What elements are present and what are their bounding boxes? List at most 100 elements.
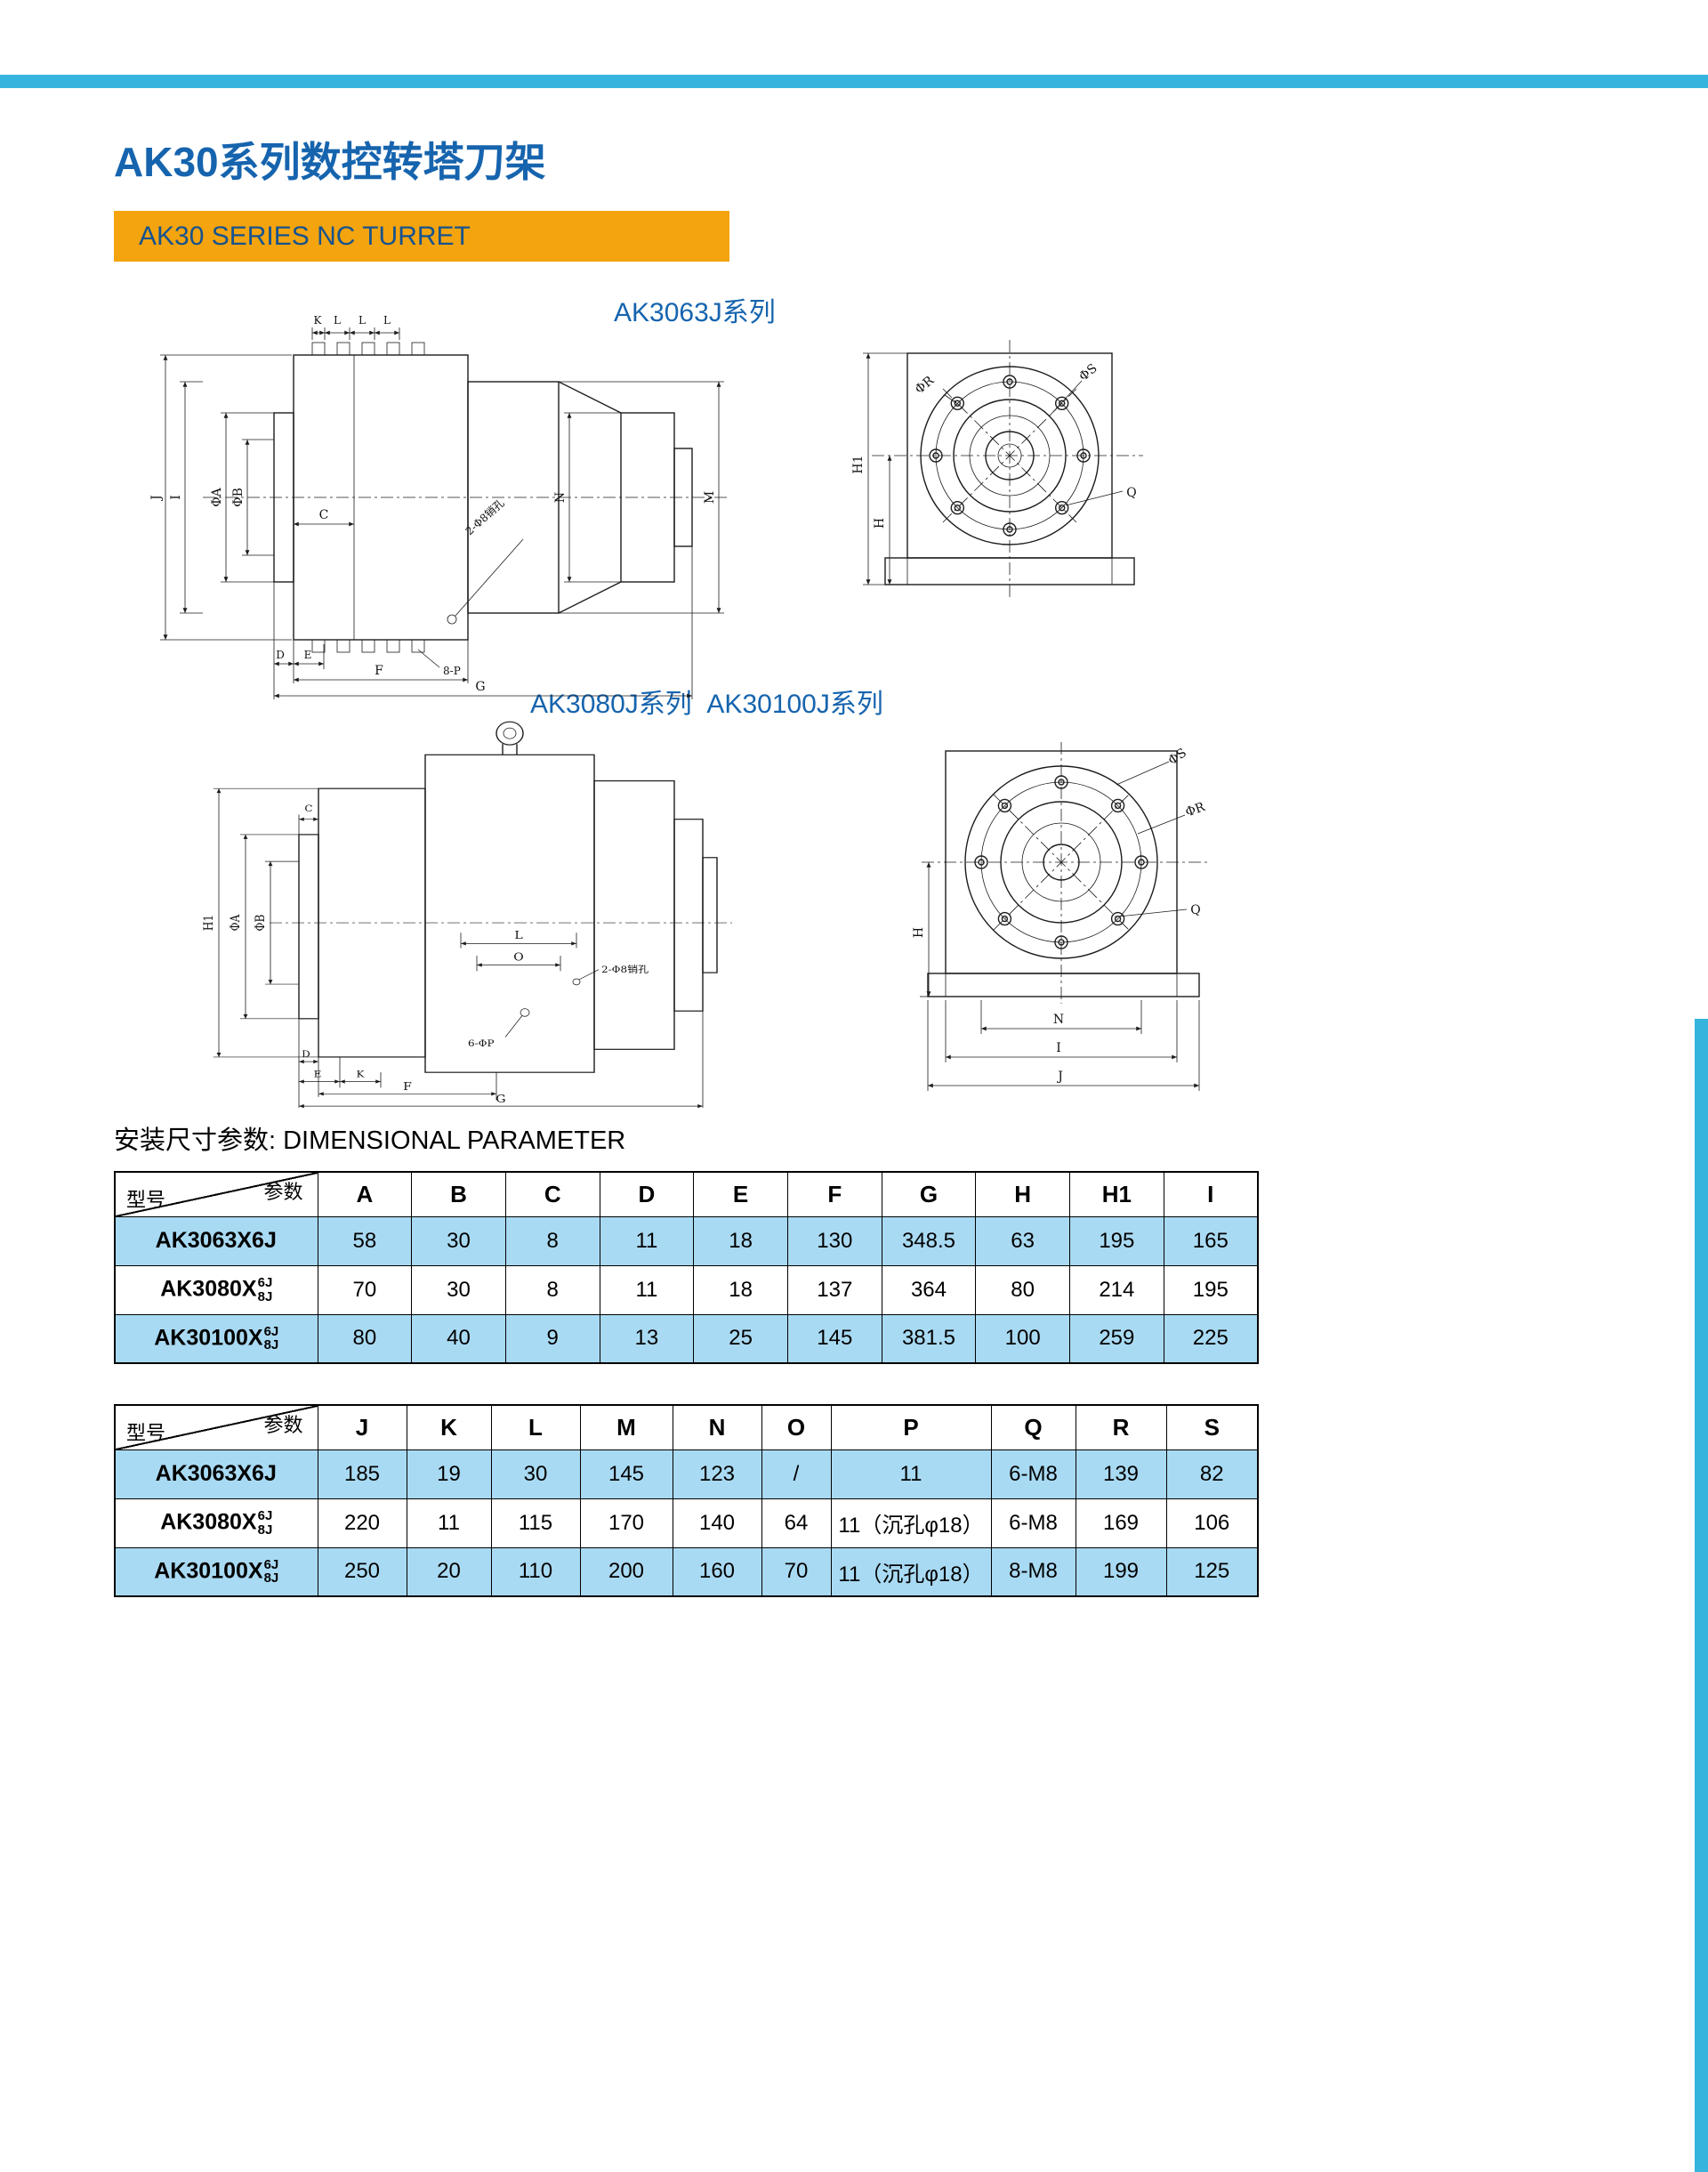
dim-label-c: C (319, 508, 329, 522)
flange-circles (920, 366, 1100, 545)
value-cell: 30 (490, 1449, 581, 1499)
value-cell: 8 (504, 1215, 600, 1266)
p-hole-note: 8-P (443, 665, 461, 677)
value-cell: 82 (1165, 1449, 1259, 1499)
bolt-holes (929, 375, 1091, 537)
corner-param-label: 参数 (263, 1414, 303, 1436)
pin-hole (572, 978, 581, 986)
value-cell: 381.5 (881, 1313, 977, 1364)
value-cell: 200 (579, 1546, 673, 1597)
value-cell: 18 (693, 1215, 788, 1266)
dim-label-k: K (314, 314, 323, 327)
corner-param-label: 参数 (263, 1181, 303, 1203)
value-cell: 106 (1165, 1498, 1259, 1548)
dim-label-d: D (276, 649, 285, 661)
value-cell: 8 (504, 1264, 600, 1315)
header-cell: S (1165, 1404, 1259, 1450)
value-cell: 145 (786, 1313, 882, 1364)
value-cell: 165 (1163, 1215, 1259, 1266)
dim-label-phis: ΦS (1165, 746, 1188, 768)
value-cell: 185 (317, 1449, 407, 1499)
value-cell: 123 (672, 1449, 762, 1499)
header-cell: A (317, 1171, 413, 1217)
p-hole (520, 1008, 530, 1017)
value-cell: 139 (1075, 1449, 1167, 1499)
value-cell: 64 (761, 1498, 832, 1548)
dim-label-phia: ΦA (229, 914, 243, 931)
value-cell: 13 (599, 1313, 695, 1364)
header-cell: K (406, 1404, 492, 1450)
value-cell: 19 (406, 1449, 492, 1499)
value-cell: / (761, 1449, 832, 1499)
model-sub: 8J (257, 1288, 273, 1304)
pin-hole-note: 2-Φ8销孔 (463, 497, 507, 537)
model-cell: AK3063X6J (114, 1449, 318, 1499)
value-cell: 140 (672, 1498, 762, 1548)
value-cell: 11（沉孔φ18） (830, 1498, 992, 1548)
dim-label-h1: H1 (851, 455, 866, 473)
model-sub: 8J (263, 1337, 279, 1353)
pin-hole-note: 2-Φ8销孔 (601, 964, 649, 975)
series-banner: AK30 SERIES NC TURRET (114, 211, 729, 262)
value-cell: 63 (975, 1215, 1070, 1266)
flange-circles (964, 765, 1158, 959)
header-cell: H (975, 1171, 1070, 1217)
value-cell: 195 (1163, 1264, 1259, 1315)
value-cell: 11 (830, 1449, 992, 1499)
header-row: 参数 型号 J K L M N O P Q R S (114, 1404, 1259, 1450)
table-row: AK3063X6J 185 19 30 145 123 / 11 6-M8 13… (114, 1449, 1259, 1499)
value-cell: 11（沉孔φ18） (830, 1546, 992, 1597)
turret-body-outline (298, 754, 718, 1073)
right-accent-bar (1695, 1019, 1708, 2172)
value-cell: 11 (406, 1498, 492, 1548)
dimension-table-2: 参数 型号 J K L M N O P Q R S AK3063X6J 185 … (114, 1404, 1259, 1597)
dim-label-l1: L (334, 314, 341, 327)
corner-model-label: 型号 (126, 1188, 166, 1211)
dim-label-j: J (149, 495, 164, 502)
dim-label-f: F (375, 664, 383, 678)
turret-body-outline (273, 342, 693, 653)
page-title: AK30系列数控转塔刀架 (114, 139, 546, 185)
dim-label-n: N (553, 492, 568, 503)
dim-label-g: G (475, 680, 485, 694)
value-cell: 170 (579, 1498, 673, 1548)
value-cell: 6-M8 (990, 1498, 1076, 1548)
header-cell: C (504, 1171, 600, 1217)
value-cell: 125 (1165, 1546, 1259, 1597)
value-cell: 6-M8 (990, 1449, 1076, 1499)
dim-label-n: N (1053, 1013, 1064, 1027)
dim-label-phir: ΦR (1184, 800, 1208, 820)
drawing1-caption: AK3063J系列 (614, 298, 776, 327)
side-view-drawing-ak3063: K L L L J I ΦA ΦB C N M 2- (149, 314, 729, 699)
series-banner-label: AK30 SERIES NC TURRET (139, 221, 471, 251)
value-cell: 199 (1075, 1546, 1167, 1597)
value-cell: 8-M8 (990, 1546, 1076, 1597)
dim-label-phir: ΦR (913, 373, 938, 397)
header-row: 参数 型号 A B C D E F G H H1 I (114, 1171, 1259, 1217)
dim-label-g: G (495, 1094, 505, 1106)
value-cell: 195 (1069, 1215, 1164, 1266)
model-name: AK3063X6J (155, 1461, 277, 1486)
corner-model-label: 型号 (126, 1421, 166, 1444)
dim-label-q: Q (1126, 486, 1136, 500)
value-cell: 160 (672, 1546, 762, 1597)
model-sub: 8J (263, 1570, 279, 1587)
value-cell: 11 (599, 1215, 695, 1266)
header-cell: R (1075, 1404, 1167, 1450)
pin-hole (447, 614, 457, 625)
model-cell: AK3063X6J (114, 1215, 318, 1266)
dimension-table-1: 参数 型号 A B C D E F G H H1 I AK3063X6J 58 … (114, 1171, 1259, 1364)
header-cell: B (411, 1171, 506, 1217)
model-name: AK3063X6J (155, 1228, 277, 1253)
corner-cell: 参数 型号 (114, 1404, 318, 1450)
corner-cell: 参数 型号 (114, 1171, 318, 1217)
value-cell: 18 (693, 1264, 788, 1315)
dim-label-m: M (703, 491, 717, 504)
value-cell: 100 (975, 1313, 1070, 1364)
dim-label-phib: ΦB (231, 488, 246, 507)
value-cell: 80 (317, 1313, 413, 1364)
dim-label-i: I (1056, 1041, 1061, 1055)
